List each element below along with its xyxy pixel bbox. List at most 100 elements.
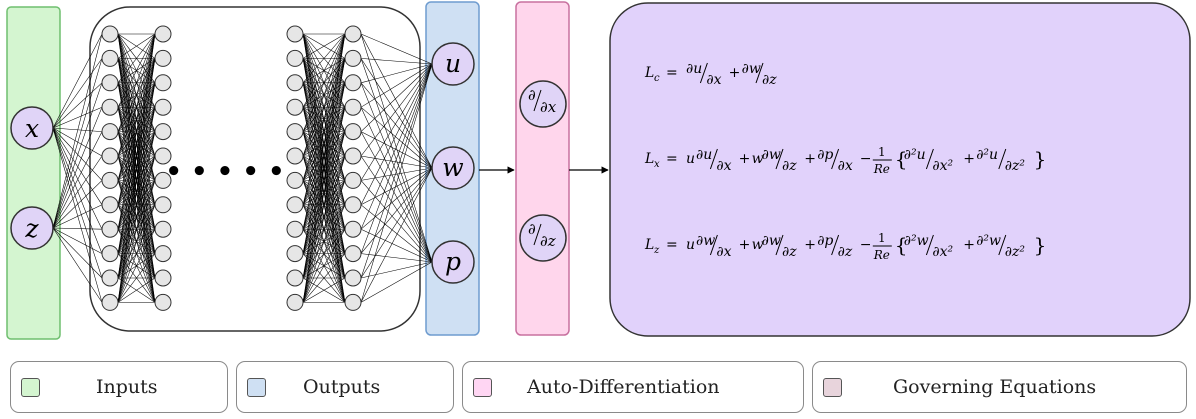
legend-swatch-inputs <box>21 378 40 397</box>
neuron <box>344 196 362 214</box>
connection-line <box>302 180 346 303</box>
neuron <box>344 293 362 311</box>
fraction-denominator: ∂z² <box>1005 158 1026 174</box>
fraction-slash <box>831 148 840 170</box>
equation-variable: u <box>686 151 695 167</box>
connection-line <box>302 82 346 303</box>
connection-line <box>117 33 156 108</box>
connection-line <box>360 63 433 181</box>
equation-variable: u <box>686 237 695 253</box>
fraction-denominator: ∂x <box>706 72 721 88</box>
neuron <box>344 220 362 238</box>
neuron <box>101 98 119 116</box>
connection-line <box>52 127 103 132</box>
fraction-slash <box>998 234 1007 256</box>
fraction-slash <box>925 148 934 170</box>
connection-line <box>360 82 433 169</box>
connection-line <box>52 106 103 129</box>
connection-line <box>360 63 433 205</box>
output-label-u: u <box>445 49 461 78</box>
fraction-numerator: ∂p <box>817 147 833 163</box>
neuron <box>286 74 304 92</box>
connection-line <box>302 131 346 303</box>
connection-line <box>302 33 346 181</box>
connection-line <box>360 33 433 169</box>
fraction-denominator: ∂z <box>762 72 777 88</box>
fraction-denominator: ∂x² <box>932 244 953 260</box>
connection-line <box>117 33 156 254</box>
connection-line <box>302 33 346 157</box>
connection-line <box>360 131 433 263</box>
connection-line <box>360 63 433 108</box>
output-node-w: w <box>431 146 475 190</box>
fraction-numerator: ∂²w <box>904 233 929 249</box>
legend-label-autodiff: Auto-Differentiation <box>527 376 720 398</box>
connection-line <box>52 127 103 205</box>
connection-line <box>52 127 103 230</box>
neuron <box>344 98 362 116</box>
equation-equals: = <box>666 151 678 167</box>
equation-lhs: L <box>644 65 654 81</box>
neuron <box>154 269 172 287</box>
neuron <box>154 25 172 43</box>
neuron <box>101 147 119 165</box>
equation-operator: + <box>804 151 816 167</box>
neuron <box>101 220 119 238</box>
connection-line <box>302 107 346 303</box>
output-label-w: w <box>442 153 463 182</box>
input-label-z: z <box>24 214 39 243</box>
equation-operator: − <box>860 151 872 167</box>
fraction-slash <box>699 62 708 84</box>
legend-swatch-outputs <box>247 378 266 397</box>
equation-brace: } <box>1034 233 1047 257</box>
neuron <box>154 49 172 67</box>
connection-line <box>302 33 346 59</box>
neuron <box>101 49 119 67</box>
connection-line <box>360 82 433 263</box>
connection-line <box>302 33 346 254</box>
partial-x-operator: ∂ ∂x <box>519 80 567 128</box>
neuron <box>154 98 172 116</box>
connection-line <box>360 261 433 279</box>
fraction-numerator: ∂²u <box>976 147 998 163</box>
fraction-numerator: ∂p <box>817 233 833 249</box>
connection-line <box>302 204 346 303</box>
equation-brace: { <box>895 233 908 257</box>
network-connections <box>52 33 433 303</box>
connection-line <box>52 107 103 229</box>
neuron <box>154 245 172 263</box>
connection-line <box>302 33 346 303</box>
neuron <box>154 196 172 214</box>
neuron <box>154 74 172 92</box>
equation-lhs: L <box>644 237 654 253</box>
connection-line <box>117 253 156 303</box>
legend-label-outputs: Outputs <box>303 376 381 398</box>
connection-line <box>302 33 346 230</box>
connection-line <box>52 227 103 254</box>
neuron <box>101 269 119 287</box>
connection-line <box>360 63 433 84</box>
connection-line <box>360 58 433 263</box>
connection-line <box>117 131 156 303</box>
neuron <box>154 147 172 165</box>
fraction-slash <box>755 62 764 84</box>
neuron <box>286 220 304 238</box>
fraction-denominator: ∂z² <box>1005 244 1026 260</box>
equation-operator: − <box>860 237 872 253</box>
connection-line <box>302 33 346 205</box>
fraction-denominator: ∂x <box>716 158 731 174</box>
legend-item-autodiff: Auto-Differentiation <box>462 361 804 413</box>
equation-operator: + <box>739 237 751 253</box>
connection-line <box>117 33 156 303</box>
reynolds-numerator: 1 <box>878 231 886 245</box>
connection-line <box>52 127 103 279</box>
hidden-layers-ellipsis: • • • • • <box>165 157 284 187</box>
connection-line <box>52 180 103 229</box>
connection-line <box>117 33 156 279</box>
legend-item-outputs: Outputs <box>236 361 454 413</box>
connection-line <box>117 229 156 303</box>
neuron <box>101 245 119 263</box>
connection-line <box>52 204 103 229</box>
